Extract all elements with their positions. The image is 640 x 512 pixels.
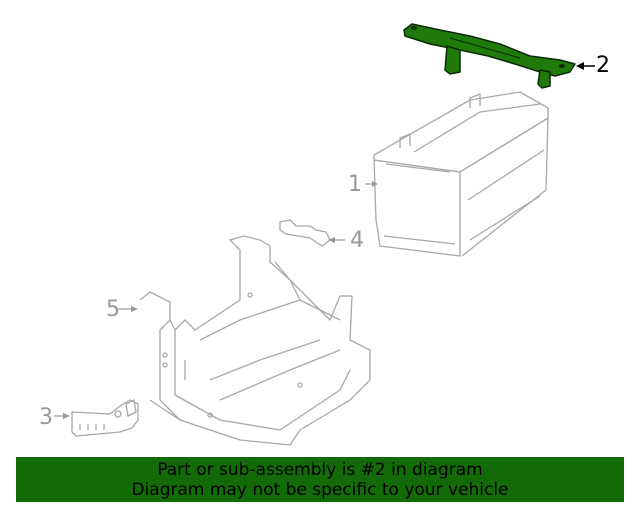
part-2-hold-down-bracket[interactable] (403, 23, 576, 89)
part-3-clip[interactable] (71, 399, 139, 437)
part-4-retainer[interactable] (279, 219, 331, 247)
callout-2: 2 (596, 53, 610, 78)
part-5-battery-tray[interactable] (139, 235, 371, 446)
banner-line-disclaimer: Diagram may not be specific to your vehi… (131, 480, 509, 500)
callout-5: 5 (106, 297, 120, 322)
callout-3: 3 (39, 405, 53, 430)
part-info-banner: Part or sub-assembly is #2 in diagram Di… (16, 457, 624, 502)
callout-4: 4 (350, 228, 364, 253)
parts-diagram (54, 23, 595, 446)
callout-1: 1 (348, 172, 362, 197)
part-1-battery[interactable] (373, 91, 549, 257)
banner-line-part-number: Part or sub-assembly is #2 in diagram (157, 460, 483, 480)
